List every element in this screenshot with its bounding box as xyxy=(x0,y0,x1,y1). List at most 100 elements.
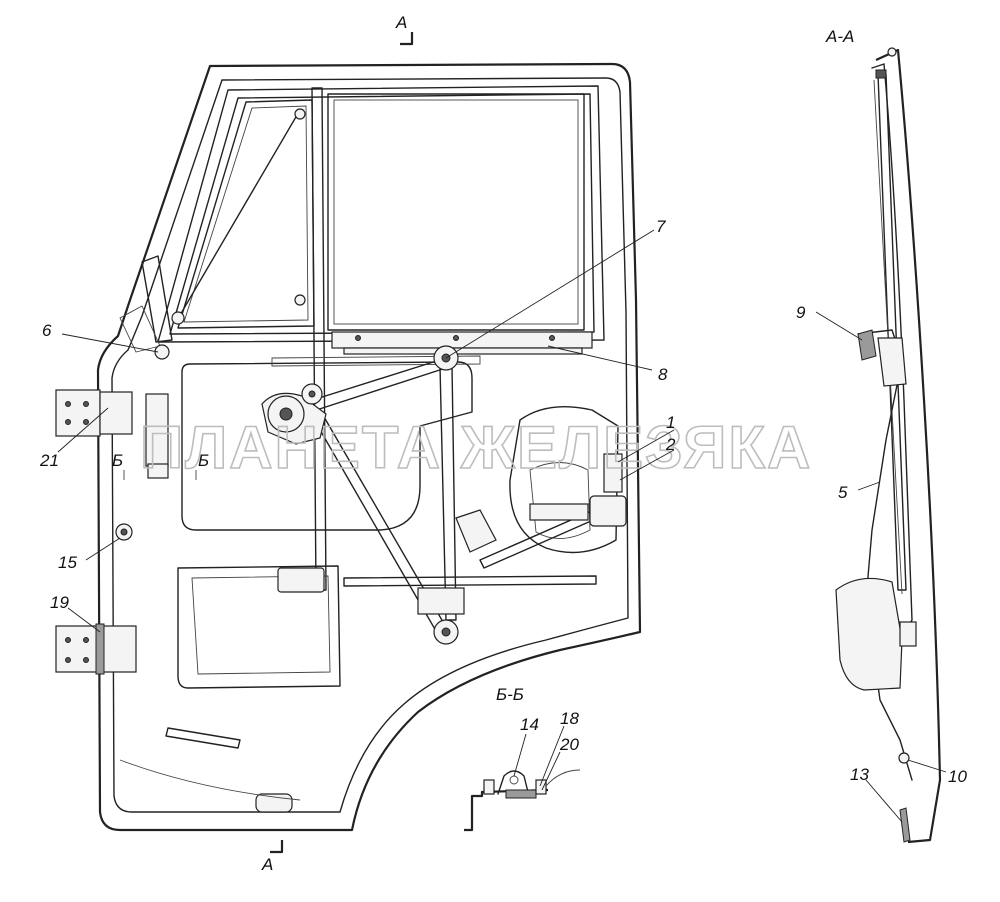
callout-6: 6 xyxy=(42,321,52,340)
upper-hinge-bolt-4 xyxy=(83,419,89,425)
door-lock-mechanism xyxy=(455,453,627,569)
leader-10 xyxy=(907,759,947,773)
callout-18: 18 xyxy=(560,709,579,728)
vent-pivot-top xyxy=(294,108,306,120)
cut-label-b-right: Б xyxy=(198,451,209,470)
callout-10: 10 xyxy=(948,767,967,786)
watermark-text: ПЛАНЕТА ЖЕЛЕЗЯКА xyxy=(140,414,812,481)
bb-lug-hole xyxy=(509,775,519,785)
bracket-bolt xyxy=(154,344,170,360)
upper-hinge-leaf xyxy=(99,391,133,435)
upper-hinge-bolt-3 xyxy=(65,419,71,425)
rail-bracket xyxy=(343,347,583,355)
leader-9 xyxy=(815,311,863,341)
handle-linkage-plate xyxy=(455,509,497,553)
cut-label-a-bottom: А xyxy=(261,855,273,874)
main-window-glass-inner xyxy=(333,99,579,325)
callout-20: 20 xyxy=(559,735,579,754)
vent-latch xyxy=(294,294,306,306)
vent-pivot-bottom xyxy=(171,311,185,325)
callout-15: 15 xyxy=(58,553,77,572)
callout-14: 14 xyxy=(520,715,539,734)
section-title-aa: А-А xyxy=(825,27,854,46)
rail-fastener-2 xyxy=(453,335,459,341)
pocket-handle xyxy=(277,567,325,593)
lower-storage-pocket xyxy=(177,565,341,689)
callout-19: 19 xyxy=(50,593,69,612)
leader-6 xyxy=(61,333,159,353)
bb-bolt-right xyxy=(535,779,547,795)
callout-numbers: 1 2 5 6 7 8 9 10 13 14 15 18 19 20 21 xyxy=(39,217,967,786)
aa-outer-skin xyxy=(875,48,942,844)
regulator-arm-upper xyxy=(299,357,453,415)
leader-20 xyxy=(541,751,561,791)
window-inner-frame xyxy=(169,93,595,335)
lower-reinforcement xyxy=(165,727,241,749)
lock-lever xyxy=(529,503,589,521)
door-inner-contour xyxy=(111,77,629,813)
rail-fastener-3 xyxy=(549,335,555,341)
aa-trim-edge-hatch xyxy=(857,329,877,361)
leader-21 xyxy=(57,407,109,453)
regulator-gear-bottom-hub xyxy=(441,627,451,637)
leader-19 xyxy=(67,607,101,633)
callout-leaders xyxy=(57,229,947,823)
leader-15 xyxy=(85,537,121,561)
leader-14 xyxy=(513,733,527,777)
door-main-view xyxy=(55,32,642,854)
cut-label-a-top: А xyxy=(395,13,407,32)
callout-5: 5 xyxy=(838,483,848,502)
aa-fastener-10 xyxy=(898,752,910,764)
section-bb-view xyxy=(464,769,581,832)
leader-8 xyxy=(547,345,653,371)
mirror-bracket xyxy=(141,255,173,343)
vent-window-rod xyxy=(175,109,301,323)
lock-housing xyxy=(589,495,627,527)
callout-7: 7 xyxy=(656,217,666,236)
lower-hinge-plate xyxy=(55,625,101,673)
leader-5 xyxy=(857,481,881,491)
cut-line-a-bottom xyxy=(270,840,284,854)
aa-glass-channel xyxy=(873,79,903,595)
handle-recess xyxy=(509,405,619,554)
aa-bracket-lower xyxy=(899,621,917,647)
lower-hinge-bolt-3 xyxy=(65,657,71,663)
door-plug-15-inner xyxy=(120,528,128,536)
rail-fastener-1 xyxy=(355,335,361,341)
bb-bolt-left xyxy=(483,779,495,795)
bb-cable xyxy=(545,769,581,787)
window-divider-channel xyxy=(311,87,327,591)
upper-hinge-bolt-2 xyxy=(83,401,89,407)
section-title-bb: Б-Б xyxy=(496,685,524,704)
callout-2: 2 xyxy=(665,435,676,454)
bottom-edge-trim xyxy=(119,759,301,801)
lower-hinge-leaf xyxy=(99,625,137,673)
vent-window-glass xyxy=(183,105,309,323)
regulator-motor xyxy=(261,383,327,445)
regulator-arm-vertical xyxy=(439,365,457,621)
motor-gear-hub xyxy=(308,390,316,398)
aa-regulator-block xyxy=(877,337,907,387)
callout-9: 9 xyxy=(796,303,806,322)
lower-hinge-bolt-4 xyxy=(83,657,89,663)
aa-top-seal xyxy=(887,47,897,57)
regulator-bottom-rail xyxy=(343,575,597,587)
handle-recess-inner xyxy=(529,462,591,539)
leader-2 xyxy=(619,449,675,481)
door-check-clip xyxy=(147,463,169,479)
callout-1: 1 xyxy=(666,413,675,432)
aa-armrest-pocket xyxy=(835,577,903,691)
callout-8: 8 xyxy=(658,365,668,384)
vent-window-frame xyxy=(177,99,315,329)
section-aa-view xyxy=(835,47,942,844)
cut-label-b-left: Б xyxy=(112,451,123,470)
lower-hinge-bolt-2 xyxy=(83,637,89,643)
bb-bracket-lug xyxy=(497,770,529,795)
leader-13 xyxy=(865,779,903,823)
lower-hinge xyxy=(55,623,137,675)
regulator-lower-bracket xyxy=(417,587,465,615)
aa-upper-glass-block xyxy=(875,69,887,79)
upper-hinge xyxy=(55,389,133,437)
motor-drum-hub xyxy=(279,407,293,421)
